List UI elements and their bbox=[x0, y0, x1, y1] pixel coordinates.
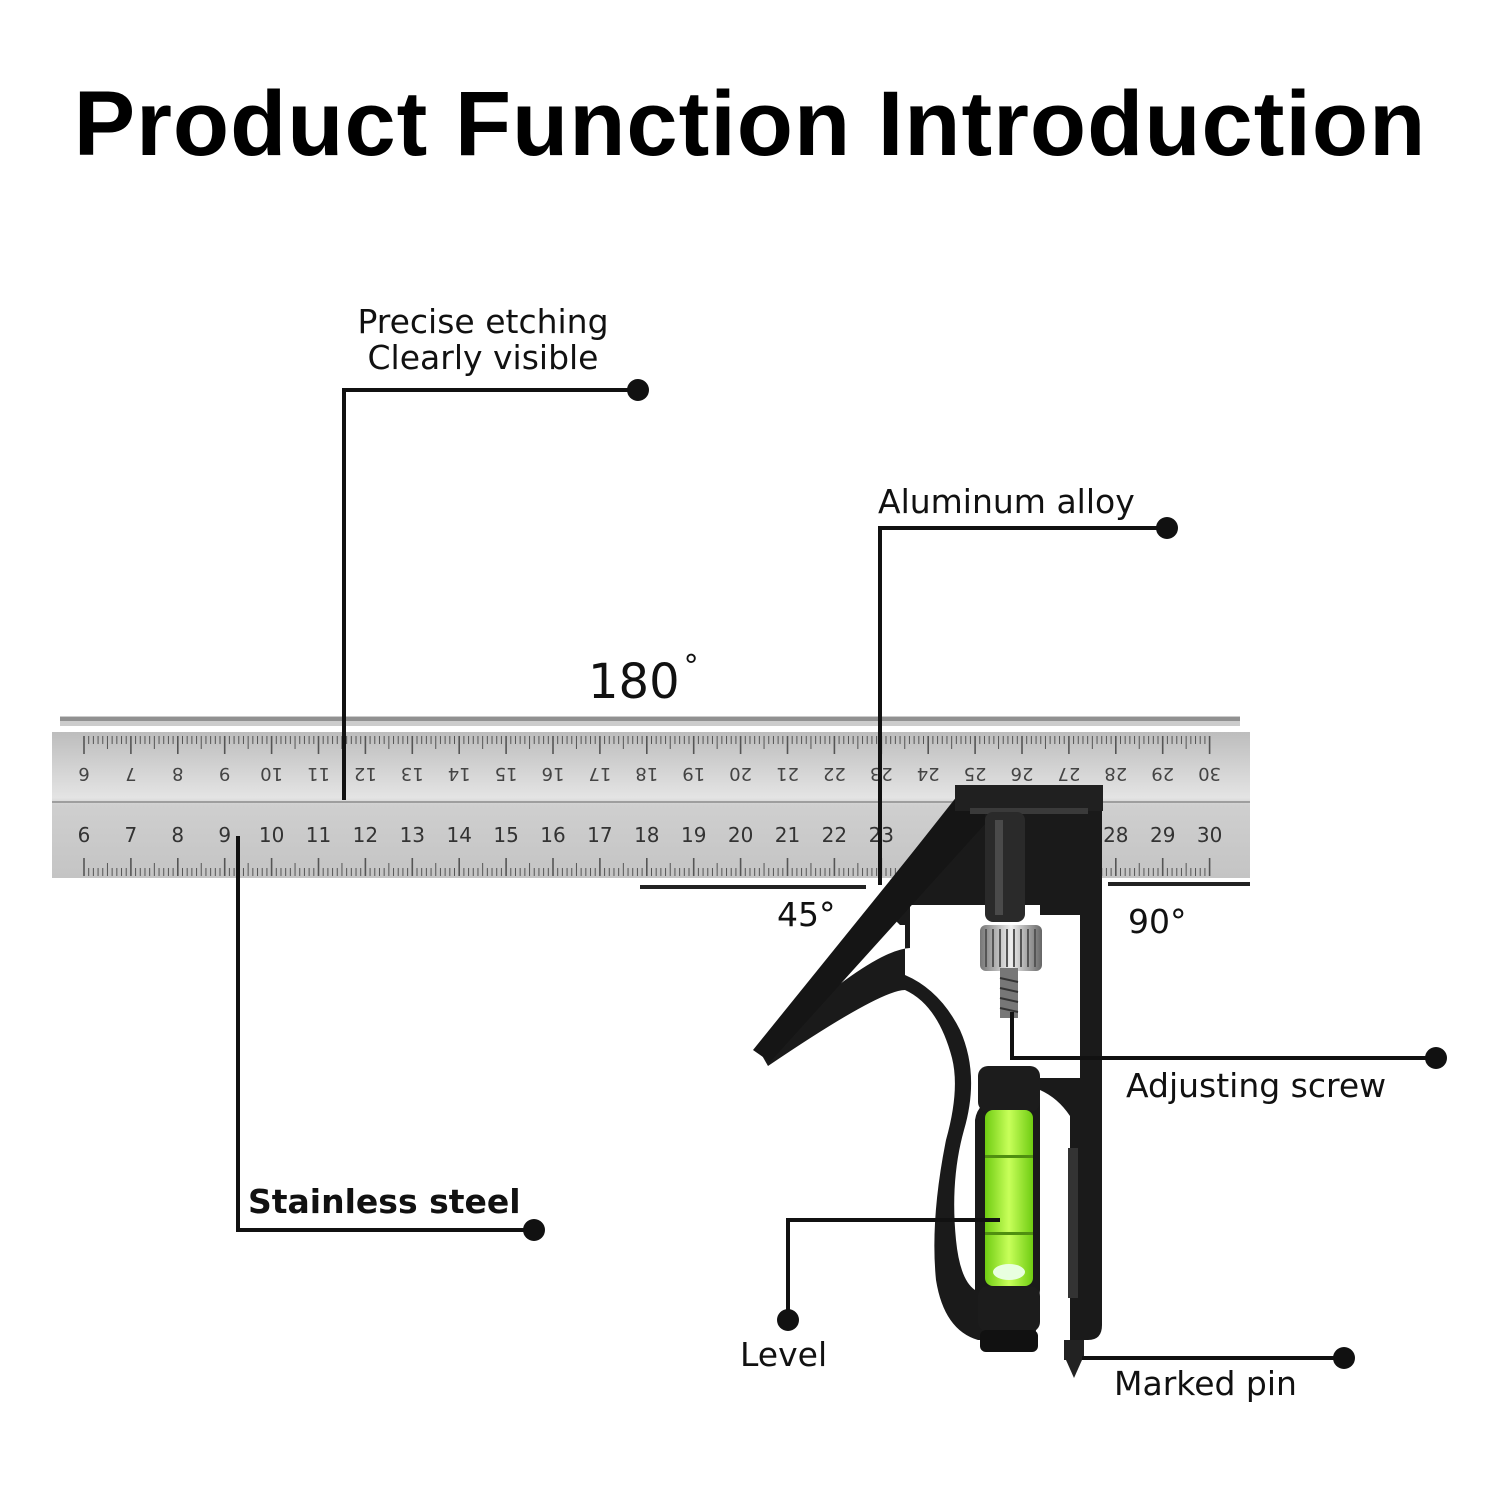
leader-stainless bbox=[236, 836, 532, 1232]
callout-etching-line1: Precise etching bbox=[357, 302, 609, 341]
ruler-top-number: 8 bbox=[172, 763, 183, 784]
ruler-bottom-number: 15 bbox=[493, 823, 518, 847]
square-head-top bbox=[955, 785, 1103, 811]
ruler-top-number: 9 bbox=[219, 763, 230, 784]
ruler-top-number: 19 bbox=[682, 763, 705, 784]
leader-dots bbox=[523, 379, 1447, 1369]
ruler-top-number: 18 bbox=[635, 763, 658, 784]
ruler-bottom-number: 6 bbox=[78, 823, 91, 847]
callout-stainless: Stainless steel bbox=[248, 1182, 521, 1221]
angle-180-label: 180° bbox=[588, 652, 699, 707]
ruler-bottom-number: 8 bbox=[171, 823, 184, 847]
ruler-top-number: 28 bbox=[1104, 763, 1127, 784]
square-head-post-highlight bbox=[995, 820, 1003, 915]
ruler-bottom-number: 12 bbox=[353, 823, 378, 847]
ruler-bottom-number: 16 bbox=[540, 823, 565, 847]
callout-level: Level bbox=[740, 1335, 828, 1374]
ruler-top-number: 13 bbox=[401, 763, 424, 784]
ruler-top-number: 7 bbox=[125, 763, 136, 784]
ruler-bottom-number: 28 bbox=[1103, 823, 1128, 847]
ruler-bottom-number: 13 bbox=[400, 823, 425, 847]
ruler-bottom-number: 19 bbox=[681, 823, 706, 847]
ruler-top-number: 26 bbox=[1011, 763, 1034, 784]
ruler-top-number: 24 bbox=[917, 763, 940, 784]
square-head-slot bbox=[970, 808, 1088, 814]
ruler-top-number: 11 bbox=[307, 763, 330, 784]
ruler-top-number: 12 bbox=[354, 763, 377, 784]
ruler-bottom-number: 9 bbox=[218, 823, 231, 847]
ruler-top-number: 17 bbox=[588, 763, 611, 784]
ruler-top-number: 14 bbox=[448, 763, 471, 784]
marked-pin bbox=[1064, 1148, 1084, 1378]
leader-aluminum bbox=[878, 526, 1165, 885]
ruler-top-number: 29 bbox=[1151, 763, 1174, 784]
ruler-bottom-number: 14 bbox=[446, 823, 471, 847]
ruler-bottom-number: 20 bbox=[728, 823, 753, 847]
callout-aluminum: Aluminum alloy bbox=[878, 482, 1135, 521]
ruler-top-number: 16 bbox=[542, 763, 565, 784]
ruler-bottom-number: 22 bbox=[822, 823, 847, 847]
callout-etching-line2: Clearly visible bbox=[367, 338, 599, 378]
leader-adjusting bbox=[1010, 1012, 1434, 1060]
ruler-bottom-number: 17 bbox=[587, 823, 612, 847]
leader-etching bbox=[342, 388, 636, 800]
callout-adjusting: Adjusting screw bbox=[1126, 1066, 1387, 1105]
ruler-bottom-number: 30 bbox=[1197, 823, 1222, 847]
leader-level bbox=[786, 1218, 1000, 1318]
ruler-ticks bbox=[83, 736, 1211, 876]
ruler-top-number: 20 bbox=[729, 763, 752, 784]
ruler-top-number: 21 bbox=[776, 763, 799, 784]
level-vial bbox=[978, 1066, 1040, 1352]
ruler-top-number: 30 bbox=[1198, 763, 1221, 784]
callout-marked-pin: Marked pin bbox=[1114, 1364, 1297, 1403]
ruler-top-number: 6 bbox=[78, 763, 89, 784]
angle-180-value: 180 bbox=[588, 654, 680, 710]
ruler-bottom-number: 11 bbox=[306, 823, 331, 847]
ruler-bottom-number: 7 bbox=[125, 823, 138, 847]
ruler-top-number: 15 bbox=[495, 763, 518, 784]
leader-lines bbox=[236, 388, 1434, 1360]
callout-etching: Precise etching Clearly visible bbox=[346, 302, 620, 378]
ruler-bottom-number: 29 bbox=[1150, 823, 1175, 847]
angle-180-degree-symbol: ° bbox=[683, 649, 699, 684]
page-title: Product Function Introduction bbox=[73, 73, 1427, 175]
adjusting-screw bbox=[980, 925, 1042, 1018]
ruler-top-number: 27 bbox=[1057, 763, 1080, 784]
angle-90-label: 90° bbox=[1128, 902, 1187, 941]
ruler-top-number: 10 bbox=[260, 763, 283, 784]
ruler-top-number: 25 bbox=[964, 763, 987, 784]
square-head-post bbox=[985, 812, 1025, 922]
ruler-bottom-number: 21 bbox=[775, 823, 800, 847]
ruler-top-number: 22 bbox=[823, 763, 846, 784]
square-head-miter-arm bbox=[753, 800, 985, 1062]
angle-45-label: 45° bbox=[777, 895, 836, 934]
ruler-bottom-number: 18 bbox=[634, 823, 659, 847]
ruler-bottom-number: 10 bbox=[259, 823, 284, 847]
